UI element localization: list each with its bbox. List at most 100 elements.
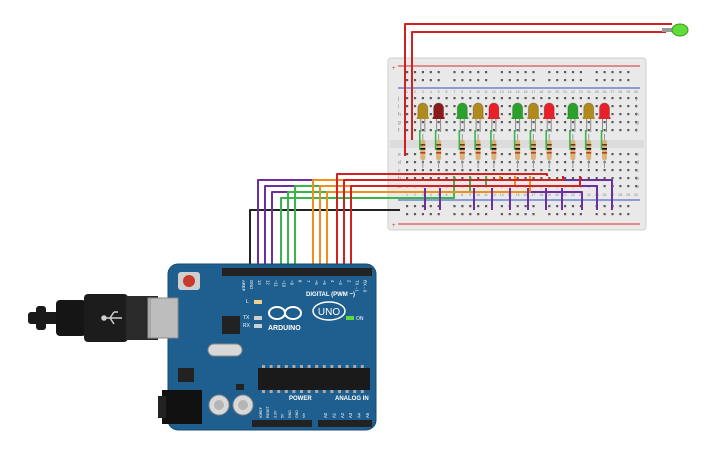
led[interactable] [566,102,579,132]
resistor[interactable] [545,130,552,168]
row-letter: j [635,96,637,102]
row-letter: i [636,104,637,110]
column-number: 24 [587,90,591,94]
resistor[interactable] [418,130,426,168]
row-letter: b [636,176,639,182]
column-number: 26 [603,193,607,197]
column-number: 2 [414,193,416,197]
digital-pin-label: 2 [346,280,351,283]
usb-icon [101,311,122,325]
digital-pin-label: RX←0 [363,280,368,293]
resistor[interactable] [474,130,481,168]
column-number: 24 [587,193,591,197]
column-number: 28 [618,90,622,94]
power-header[interactable] [252,420,312,427]
led[interactable] [527,102,540,132]
column-number: 18 [539,193,543,197]
row-letter: c [636,168,639,174]
resistor[interactable] [529,130,536,168]
led[interactable] [432,102,445,132]
column-number: 15 [516,193,520,197]
column-number: 20 [555,90,559,94]
jumper-wire[interactable] [343,176,564,270]
column-number: 29 [626,90,630,94]
digital-pin-label: 13 [257,280,262,285]
column-number: 16 [524,193,528,197]
led[interactable] [487,102,500,132]
column-number: 29 [626,193,630,197]
column-number: 10 [476,90,480,94]
column-number: 6 [446,193,448,197]
column-number: 9 [469,193,471,197]
arduino-logo-icon [268,306,302,320]
row-letter: h [398,112,401,118]
resistor[interactable] [513,130,521,168]
analog-header[interactable] [318,420,372,427]
row-letter: f [636,128,638,134]
led-row [416,102,611,132]
power-label: POWER [289,396,312,402]
column-number: 18 [539,90,543,94]
analog-label: ANALOG IN [335,396,369,402]
breadboard-holes [406,71,638,216]
rx-label: RX [243,323,251,329]
led[interactable] [598,102,611,132]
led[interactable] [416,102,429,132]
led[interactable] [582,102,595,132]
resistor[interactable] [490,130,497,168]
column-number: 1 [406,90,408,94]
led[interactable] [511,102,524,132]
column-number: 19 [547,90,551,94]
digital-pin-label: 8 [298,280,303,283]
resistor[interactable] [434,130,442,168]
atmega-chip [258,368,370,390]
column-number: 5 [438,193,440,197]
digital-pin-label: GND [249,280,254,289]
power-pin-label: GND [295,410,299,418]
tx-label: TX [243,315,250,321]
indicator-led[interactable] [662,23,689,37]
digital-pin-label: ~10 [282,280,287,288]
column-number: 16 [524,90,528,94]
on-label: ON [356,316,364,322]
column-number: 10 [476,193,480,197]
uno-logo-oval [312,301,346,321]
jumper-wire[interactable] [411,31,666,140]
resistor[interactable] [458,130,465,168]
jumper-wire[interactable] [404,23,672,140]
digital-header[interactable] [222,268,372,276]
row-letter: e [398,152,401,158]
led[interactable] [456,102,469,132]
arduino-uno-board[interactable] [149,263,377,431]
jumper-wire[interactable] [336,173,548,270]
column-number: 13 [500,90,504,94]
column-number: 12 [492,193,496,197]
column-number: 3 [422,193,424,197]
l-label: L [246,299,249,305]
column-number: 23 [579,90,583,94]
svg-text:+: + [392,66,396,72]
resistor[interactable] [600,130,608,168]
column-number: 6 [446,90,448,94]
led[interactable] [472,102,485,132]
reset-button-cap[interactable] [183,275,195,287]
column-number: 12 [492,90,496,94]
row-letter: g [398,120,401,126]
column-number: 8 [461,193,463,197]
resistor[interactable] [569,130,576,168]
column-number: 21 [563,193,567,197]
svg-text:+: + [392,223,396,229]
column-number: 26 [603,90,607,94]
led[interactable] [543,102,556,132]
jumper-wire[interactable] [326,176,531,270]
digital-pin-label: 12 [265,280,270,285]
analog-pin-label: A2 [340,412,345,418]
jumper-wires[interactable] [249,23,672,270]
digital-header-label: DIGITAL (PWM ~) [306,292,355,298]
column-number: 25 [595,90,599,94]
resistor[interactable] [584,130,592,168]
digital-pin-label: TX→1 [354,280,359,293]
column-number: 11 [484,193,488,197]
jumper-wire[interactable] [350,176,581,270]
column-number: 4 [430,193,432,197]
